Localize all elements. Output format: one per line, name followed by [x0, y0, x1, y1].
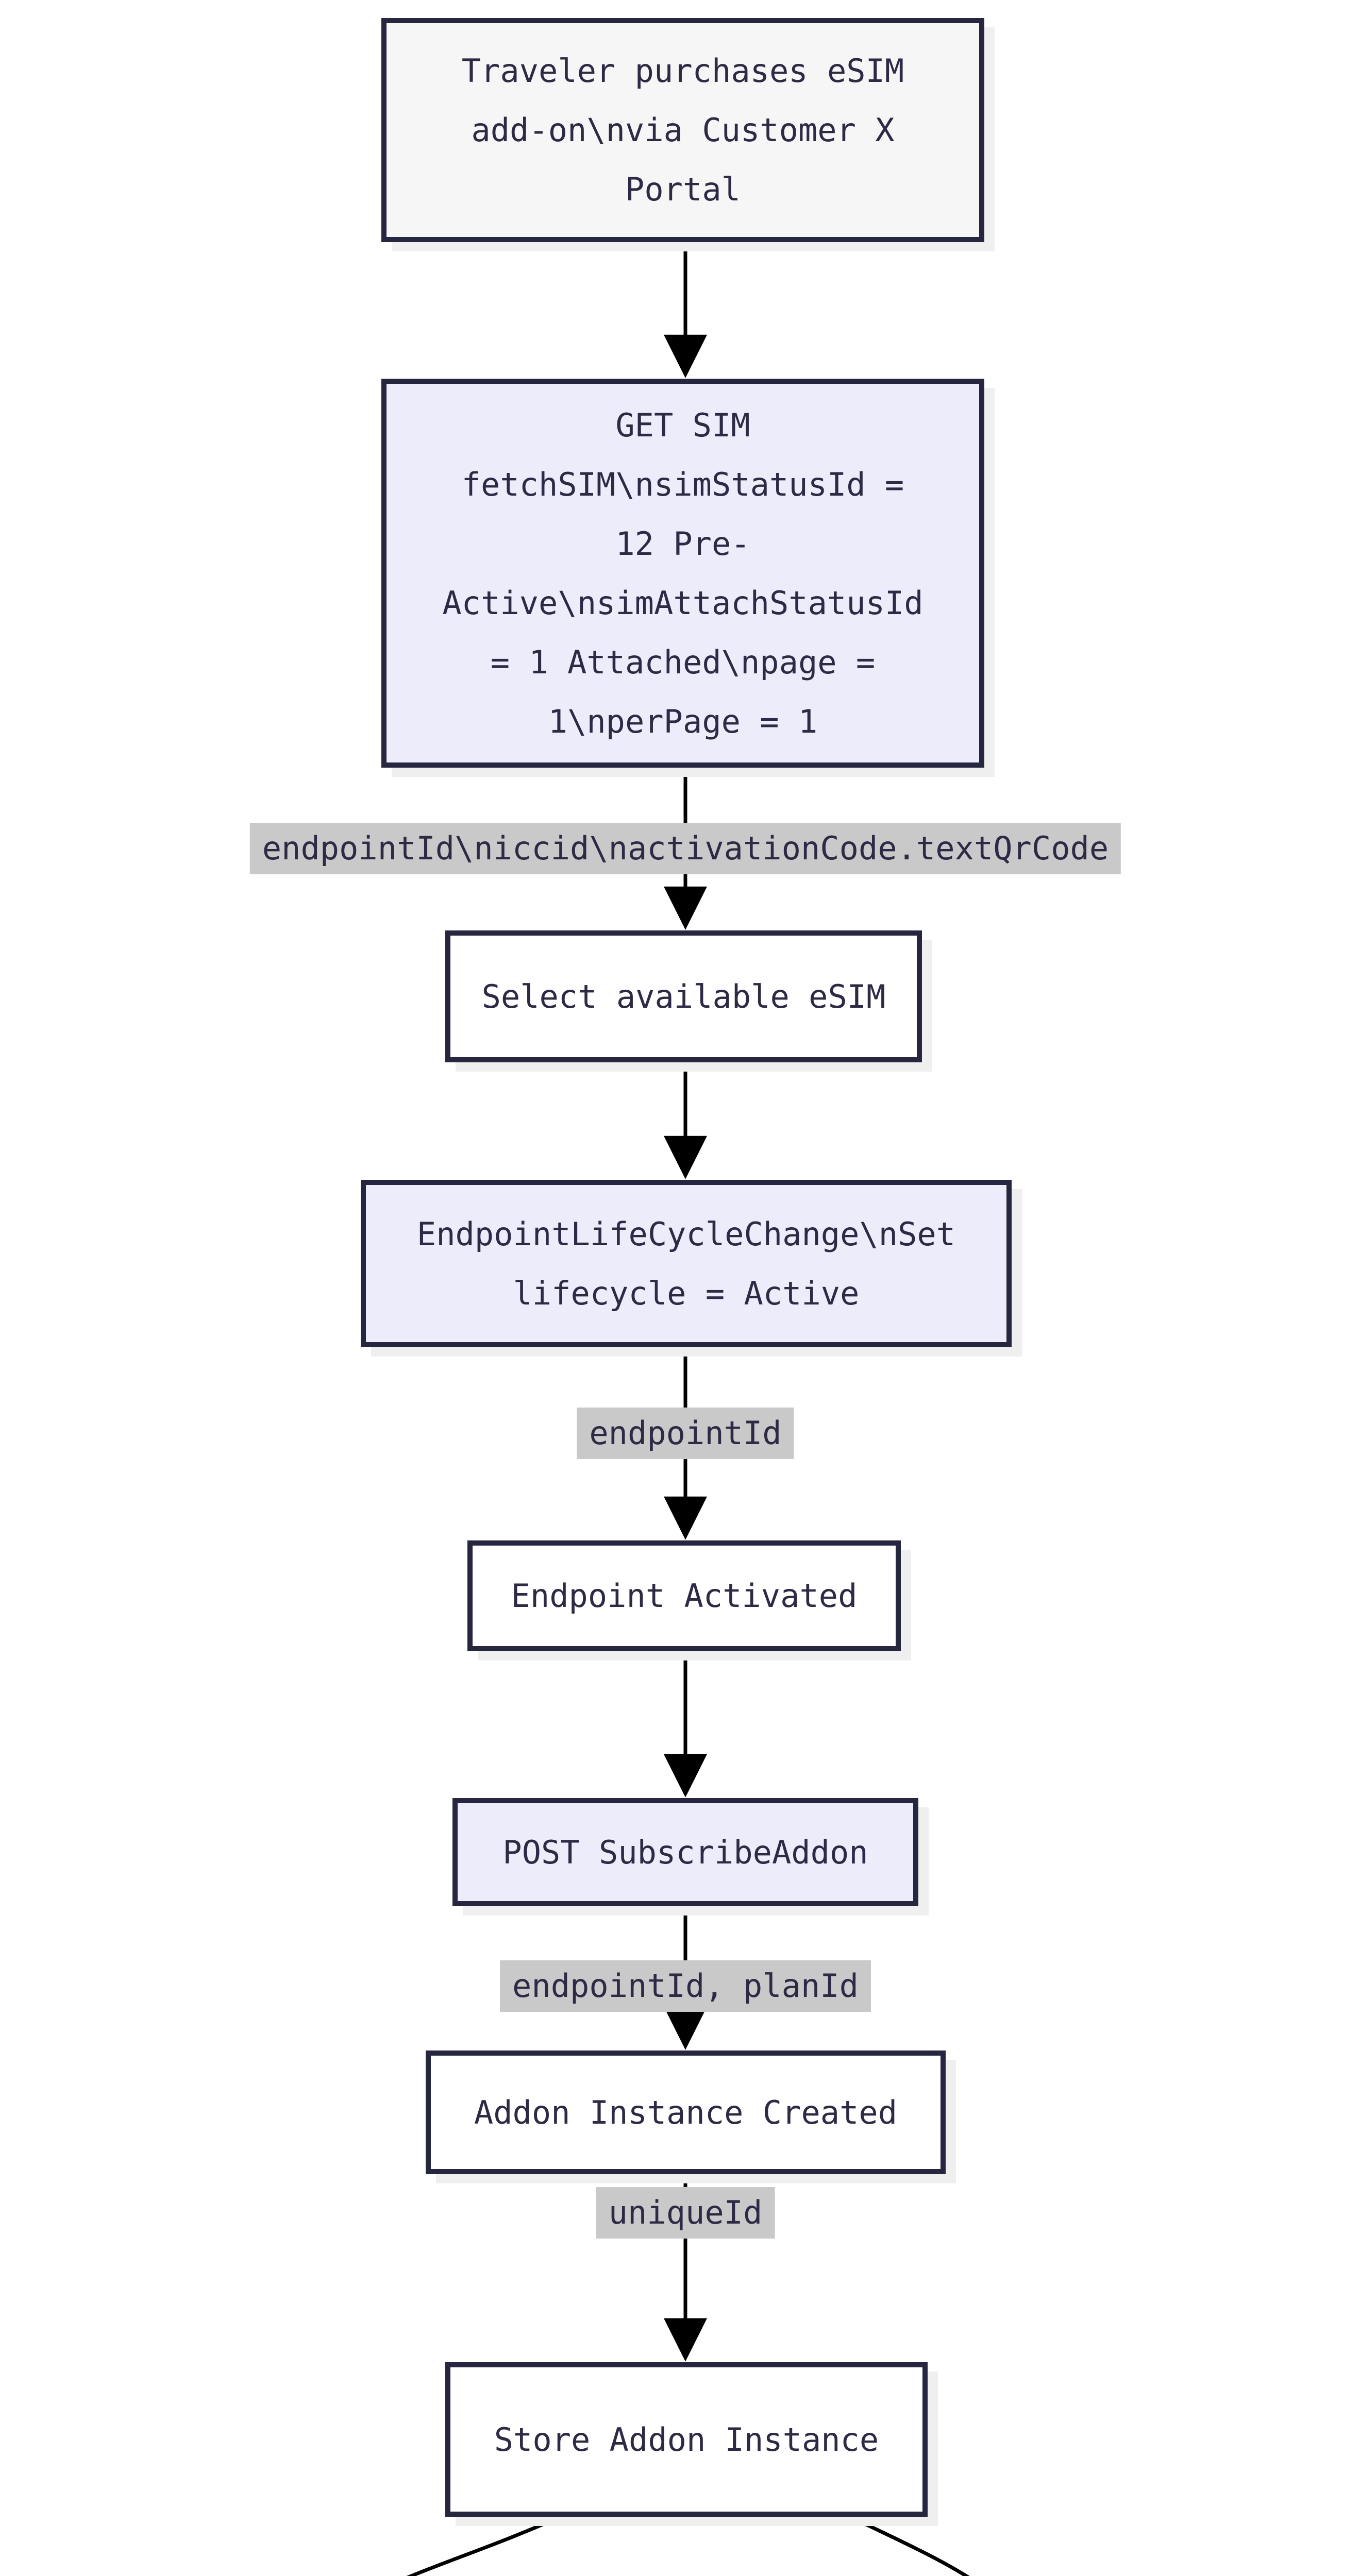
node-text-line: = 1 Attached\npage = — [490, 643, 876, 681]
arrow-store-to-details — [852, 2516, 970, 2576]
node-traveler-purchases: Traveler purchases eSIM add-on\nvia Cust… — [381, 18, 984, 242]
node-text-line: Portal — [625, 171, 741, 208]
node-text-line: 1\nperPage = 1 — [548, 702, 818, 740]
node-text-line: add-on\nvia Customer X — [471, 111, 895, 149]
node-text-line: Addon Instance Created — [474, 2093, 898, 2131]
node-text-line: GET SIM — [615, 406, 750, 444]
node-text-line: Endpoint Activated — [511, 1577, 858, 1615]
node-text-line: Store Addon Instance — [494, 2420, 879, 2459]
node-addon-instance-created: Addon Instance Created — [426, 2050, 946, 2174]
node-text-line: EndpointLifeCycleChange\nSet — [416, 1215, 956, 1253]
edge-label-unique-id: uniqueId — [596, 2187, 775, 2239]
node-store-addon-instance: Store Addon Instance — [445, 2362, 928, 2517]
node-text-line: Active\nsimAttachStatusId — [442, 584, 924, 622]
node-select-esim: Select available eSIM — [445, 930, 922, 1062]
edge-label-sim-response: endpointId\niccid\nactivationCode.textQr… — [249, 823, 1121, 874]
node-endpoint-activated: Endpoint Activated — [467, 1540, 901, 1651]
node-lifecycle-change: EndpointLifeCycleChange\nSet lifecycle =… — [361, 1180, 1012, 1347]
node-get-sim: GET SIM fetchSIM\nsimStatusId = 12 Pre- … — [381, 379, 984, 768]
node-text-line: Traveler purchases eSIM — [461, 52, 904, 90]
arrow-store-to-deliver — [406, 2516, 558, 2576]
node-text-line: Select available eSIM — [481, 977, 886, 1015]
node-text-line: lifecycle = Active — [513, 1274, 860, 1312]
node-text-line: 12 Pre- — [615, 524, 750, 563]
edge-label-subscribe-params: endpointId, planId — [500, 1960, 871, 2012]
node-post-subscribe-addon: POST SubscribeAddon — [452, 1798, 918, 1906]
node-text-line: fetchSIM\nsimStatusId = — [461, 465, 904, 503]
edge-label-endpoint-id: endpointId — [577, 1408, 794, 1459]
node-text-line: POST SubscribeAddon — [502, 1833, 868, 1871]
